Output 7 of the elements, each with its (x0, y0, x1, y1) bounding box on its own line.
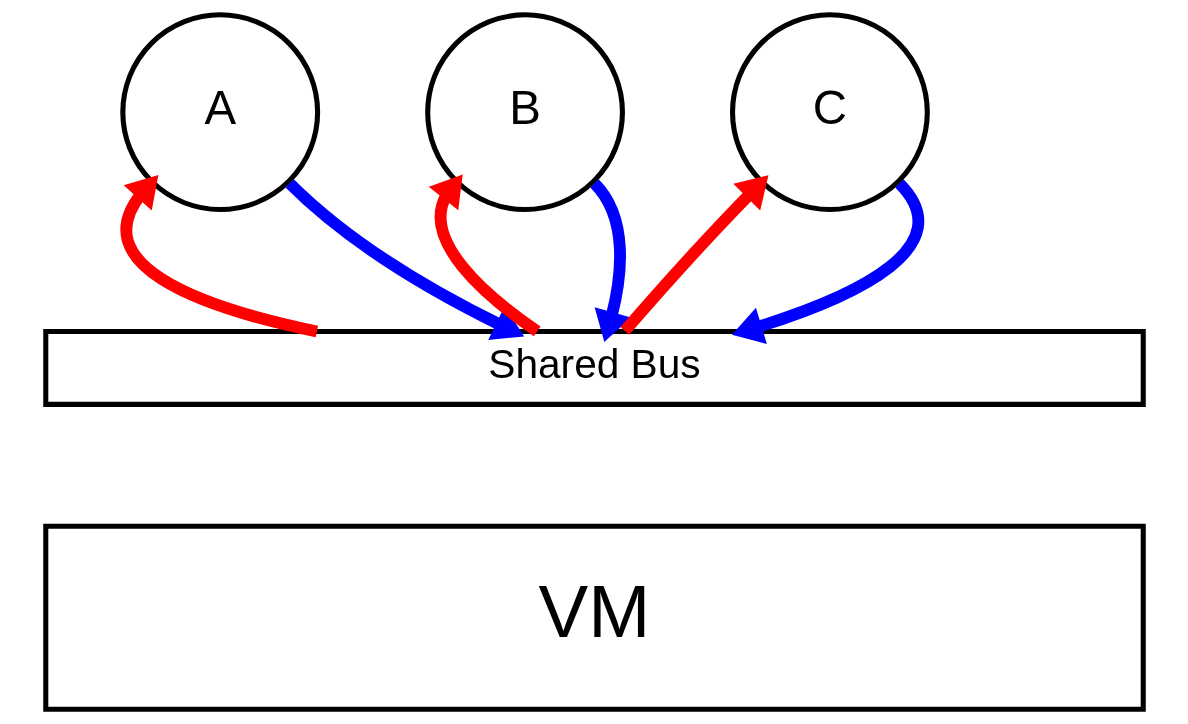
arrow (589, 179, 631, 343)
arrow (120, 174, 318, 338)
arrow (619, 175, 768, 335)
arrow (285, 179, 524, 340)
arrow (428, 174, 541, 337)
node-box: Shared Bus (42, 328, 1146, 407)
node-box: VM (42, 523, 1146, 712)
